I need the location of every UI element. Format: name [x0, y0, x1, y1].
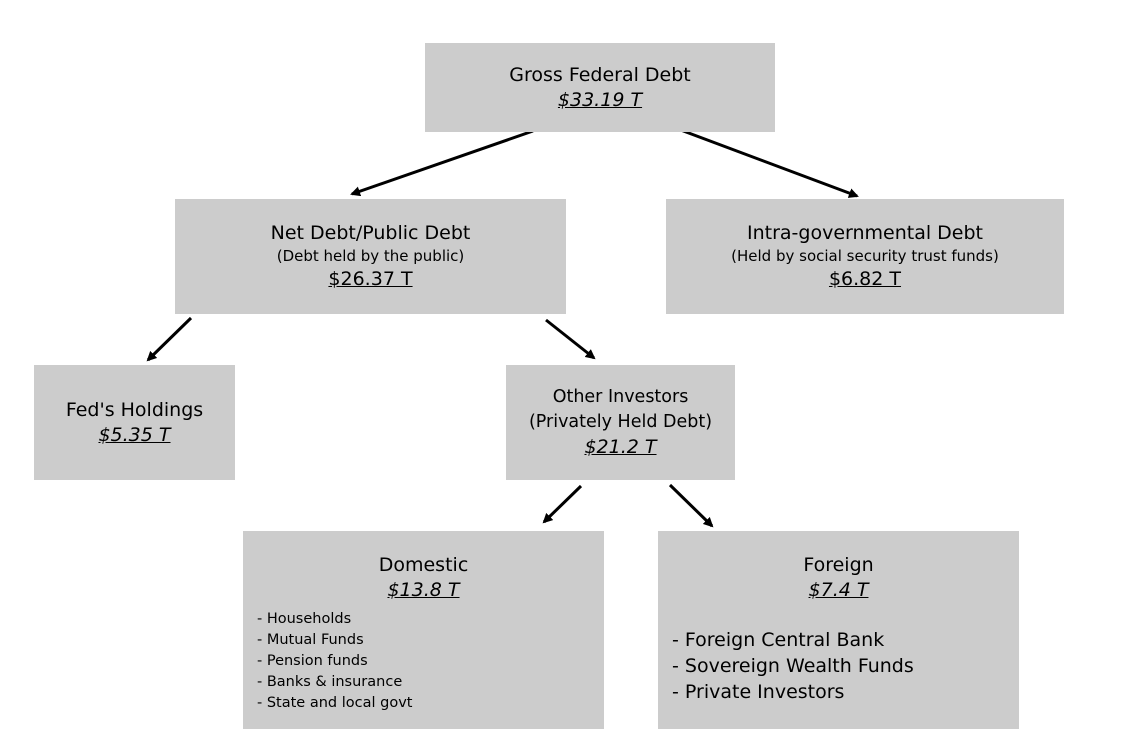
- node-domestic: Domestic $13.8 T - Households - Mutual F…: [243, 531, 604, 729]
- node-foreign: Foreign $7.4 T - Foreign Central Bank - …: [658, 531, 1019, 729]
- node-title: Domestic: [378, 554, 469, 576]
- node-amount: $33.19 T: [557, 88, 643, 111]
- arrow-gross-to-net: [350, 129, 534, 197]
- list-item: - Private Investors: [672, 681, 845, 703]
- node-amount: $13.8 T: [387, 579, 460, 601]
- arrow-net-to-fed: [146, 316, 193, 362]
- node-subtitle: (Privately Held Debt): [528, 412, 713, 432]
- node-title: Fed's Holdings: [65, 398, 204, 421]
- list-item: - Foreign Central Bank: [672, 629, 885, 651]
- arrow-net-to-other: [545, 318, 596, 360]
- node-net-public-debt: Net Debt/Public Debt (Debt held by the p…: [175, 199, 566, 314]
- node-amount: $5.35 T: [98, 423, 171, 446]
- node-intragovernmental-debt: Intra-governmental Debt (Held by social …: [666, 199, 1064, 314]
- arrow-other-to-foreign: [668, 483, 714, 528]
- node-amount: $21.2 T: [584, 436, 657, 458]
- arrow-gross-to-intra: [677, 127, 859, 198]
- node-title: Foreign: [803, 554, 874, 576]
- node-gross-federal-debt: Gross Federal Debt $33.19 T: [425, 43, 775, 132]
- node-subtitle: (Debt held by the public): [276, 247, 465, 265]
- list-item: - Sovereign Wealth Funds: [672, 655, 914, 677]
- node-title: Other Investors: [552, 387, 689, 407]
- node-feds-holdings: Fed's Holdings $5.35 T: [34, 365, 235, 480]
- node-subtitle: (Held by social security trust funds): [731, 247, 999, 265]
- node-amount: $6.82 T: [828, 268, 902, 290]
- node-title: Gross Federal Debt: [509, 63, 691, 86]
- arrow-other-to-domestic: [542, 484, 583, 524]
- domestic-holder-list: - Households - Mutual Funds - Pension fu…: [257, 609, 590, 714]
- node-amount: $26.37 T: [328, 268, 413, 290]
- node-other-investors: Other Investors (Privately Held Debt) $2…: [506, 365, 735, 480]
- list-item: - Mutual Funds: [257, 632, 364, 648]
- node-title: Intra-governmental Debt: [746, 222, 984, 244]
- list-item: - Households: [257, 611, 352, 627]
- list-item: - Pension funds: [257, 653, 368, 669]
- foreign-holder-list: - Foreign Central Bank - Sovereign Wealt…: [672, 627, 1005, 705]
- list-item: - State and local govt: [257, 695, 413, 711]
- node-title: Net Debt/Public Debt: [270, 222, 471, 244]
- node-amount: $7.4 T: [808, 579, 869, 601]
- list-item: - Banks & insurance: [257, 674, 403, 690]
